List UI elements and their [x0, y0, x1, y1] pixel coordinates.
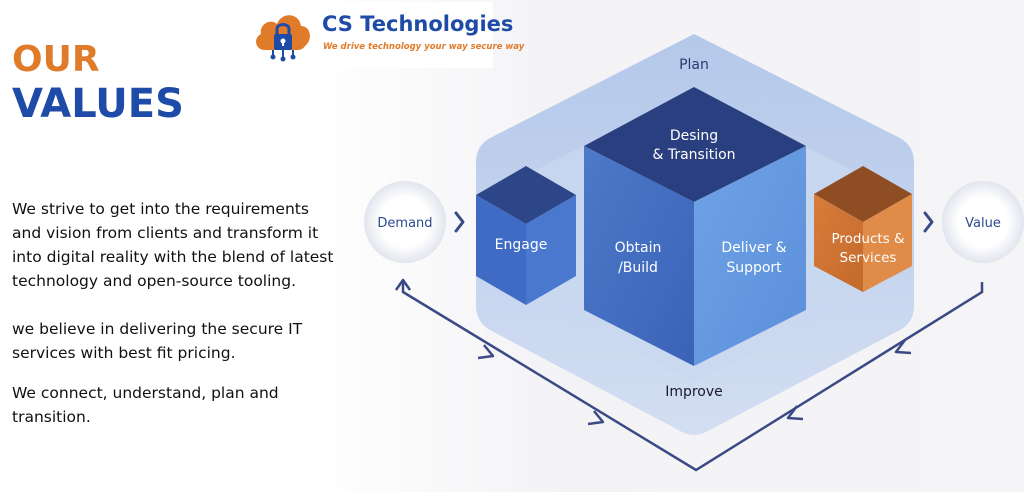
obtain-cube-face	[584, 146, 694, 366]
label-products-line2: Services	[840, 250, 897, 266]
paragraph-connect: We connect, understand, plan and transit…	[12, 384, 279, 426]
paragraph-requirements: We strive to get into the requirements a…	[12, 200, 334, 290]
label-deliver-line2: Support	[726, 260, 782, 276]
label-deliver-line1: Deliver &	[721, 240, 786, 256]
value-chevron-icon	[923, 211, 934, 233]
label-improve: Improve	[665, 384, 723, 400]
label-products-line1: Products &	[831, 231, 905, 247]
label-design-line2: & Transition	[652, 147, 735, 163]
products-cube-right	[863, 194, 912, 292]
value-circle	[942, 181, 1024, 263]
loop-chevron-3	[587, 410, 605, 426]
label-value: Value	[965, 216, 1001, 231]
deliver-cube-face	[694, 146, 806, 366]
cloud-lock-icon	[256, 15, 310, 62]
logo-name: CS Technologies	[322, 12, 514, 36]
label-design-line1: Desing	[670, 128, 718, 144]
heading-values: VALUES	[12, 81, 184, 127]
label-engage: Engage	[495, 237, 548, 253]
engage-cube-right	[526, 195, 576, 305]
paragraph-secure-services: we believe in delivering the secure IT s…	[12, 320, 303, 362]
loop-chevron-4	[477, 344, 495, 360]
demand-chevron-icon	[454, 211, 465, 233]
company-logo: CS Technologies We drive technology your…	[249, 2, 524, 68]
label-obtain-line1: Obtain	[615, 240, 662, 256]
loop-chevron-1	[894, 339, 912, 355]
demand-circle	[364, 181, 446, 263]
heading-our: OUR	[12, 39, 100, 80]
loop-chevron-2	[786, 405, 804, 421]
logo-tagline: We drive technology your way secure way	[323, 42, 525, 52]
products-cube-left	[814, 194, 863, 292]
label-plan: Plan	[679, 57, 709, 73]
label-demand: Demand	[377, 216, 432, 231]
label-obtain-line2: /Build	[618, 260, 658, 276]
engage-cube-left	[476, 195, 526, 305]
left-panel	[0, 0, 360, 492]
design-cube-top	[584, 87, 806, 202]
loop-arrowhead-start	[394, 278, 412, 291]
improvement-loop-line	[401, 282, 984, 472]
